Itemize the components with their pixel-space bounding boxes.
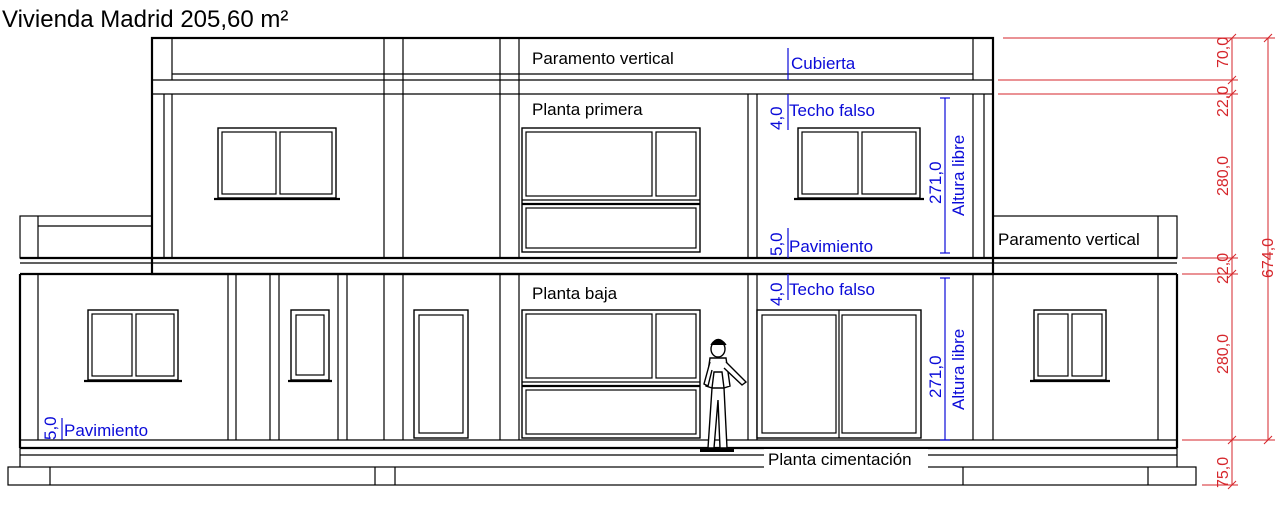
door-ground-left	[413, 309, 469, 439]
label-floor-lower: Pavimiento	[64, 421, 148, 440]
dim-red-first-floor: 280,0	[1215, 156, 1232, 196]
dim-floor-upper: 5,0	[767, 232, 786, 256]
window-first-right	[794, 127, 924, 201]
intermediate-slab	[20, 256, 1177, 276]
window-first-center	[521, 127, 701, 253]
label-foundation: Planta cimentación	[768, 450, 912, 469]
label-roof: Cubierta	[791, 54, 856, 73]
foundation	[7, 446, 1197, 486]
label-clear-height-lower: Altura libre	[949, 329, 968, 410]
dim-ceiling-upper: 4,0	[767, 106, 786, 130]
door-ground-right	[756, 309, 922, 439]
dim-red-slab-mid: 22,0	[1215, 253, 1232, 284]
person-figure	[700, 338, 748, 452]
label-false-ceiling-lower: Techo falso	[789, 280, 875, 299]
right-wing-parapet	[992, 215, 1178, 259]
dim-floor-lower: 5,0	[41, 416, 60, 440]
red-dimension-lines	[998, 33, 1275, 490]
label-ground-floor: Planta baja	[532, 284, 618, 303]
dim-clear-lower: 271,0	[926, 355, 945, 398]
left-wing-parapet	[19, 215, 153, 259]
window-ground-center	[521, 309, 701, 439]
dim-red-total: 674,0	[1260, 238, 1277, 278]
window-ground-narrow	[288, 309, 332, 383]
label-parapet-right: Paramento vertical	[998, 230, 1140, 249]
label-parapet-top: Paramento vertical	[532, 49, 674, 68]
drawing-title: Vivienda Madrid 205,60 m²	[2, 6, 288, 33]
dim-red-slab-top: 22,0	[1215, 86, 1232, 117]
window-ground-right	[1030, 309, 1110, 383]
dim-red-parapet: 70,0	[1215, 37, 1232, 68]
label-first-floor: Planta primera	[532, 100, 643, 119]
ground-volume	[18, 274, 1179, 448]
dim-red-foundation: 75,0	[1215, 457, 1232, 488]
label-clear-height-upper: Altura libre	[949, 135, 968, 216]
dim-red-ground-floor: 280,0	[1215, 334, 1232, 374]
label-floor-upper: Pavimiento	[789, 237, 873, 256]
dim-clear-upper: 271,0	[926, 161, 945, 204]
blue-reference-lines	[61, 48, 950, 441]
window-ground-left	[84, 309, 182, 383]
window-first-left	[214, 127, 340, 201]
label-false-ceiling-upper: Techo falso	[789, 101, 875, 120]
dim-ceiling-lower: 4,0	[767, 282, 786, 306]
